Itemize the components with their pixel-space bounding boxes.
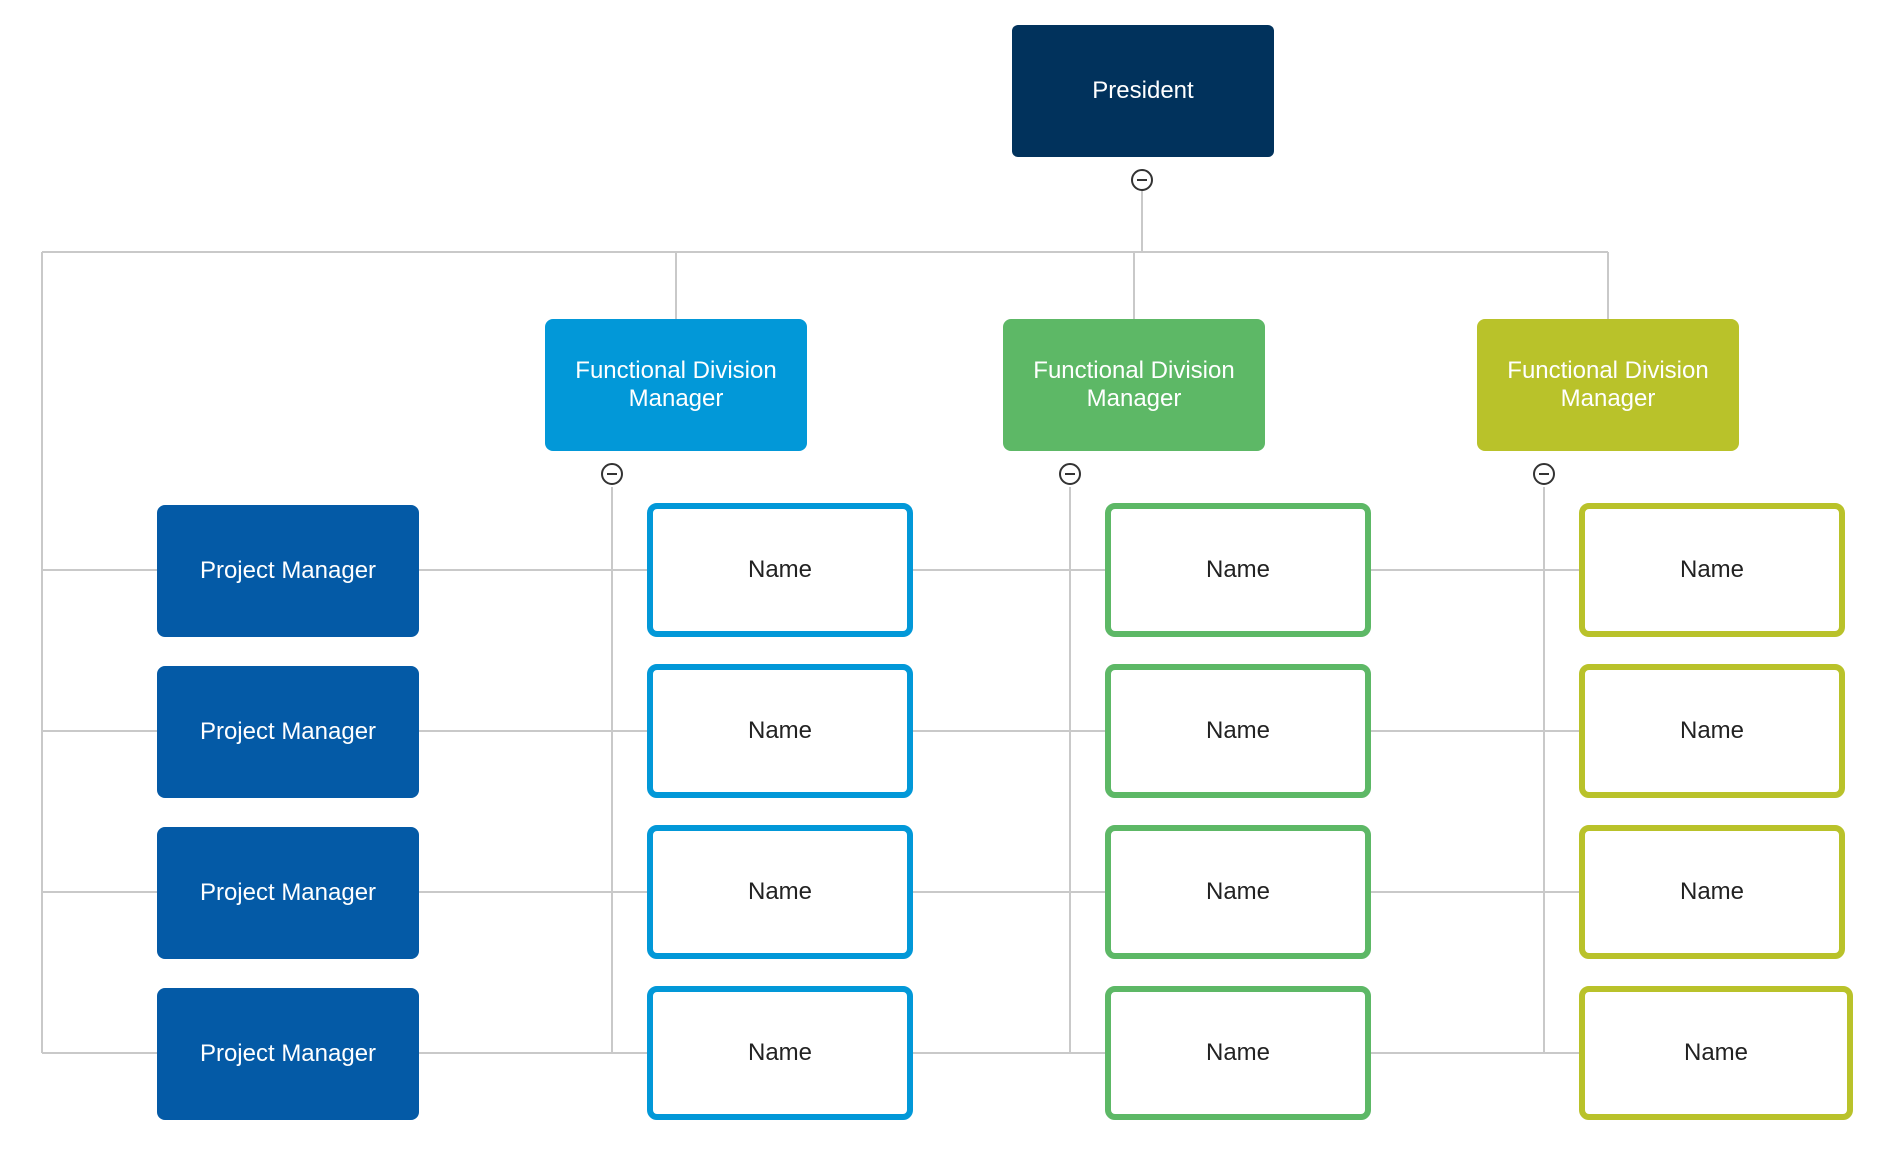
name-node[interactable]: Name xyxy=(647,986,913,1120)
minus-circle-icon xyxy=(1539,473,1549,475)
name-label: Name xyxy=(1679,878,1745,905)
project-manager-node[interactable]: Project Manager xyxy=(157,505,419,637)
name-node[interactable]: Name xyxy=(1579,986,1853,1120)
name-node[interactable]: Name xyxy=(1579,664,1845,798)
division-manager-node-1[interactable]: Functional Division Manager xyxy=(545,319,807,451)
name-node[interactable]: Name xyxy=(1105,825,1371,959)
name-label: Name xyxy=(747,1039,813,1066)
name-label: Name xyxy=(1205,556,1271,583)
minus-circle-icon xyxy=(1065,473,1075,475)
project-manager-node[interactable]: Project Manager xyxy=(157,988,419,1120)
division-manager-label: Functional Division Manager xyxy=(575,357,777,412)
name-node[interactable]: Name xyxy=(1105,664,1371,798)
division-manager-node-2[interactable]: Functional Division Manager xyxy=(1003,319,1265,451)
name-label: Name xyxy=(747,717,813,744)
division-3-collapse-button[interactable] xyxy=(1533,463,1555,485)
project-manager-label: Project Manager xyxy=(199,718,377,745)
division-manager-label: Functional Division Manager xyxy=(1033,357,1235,412)
minus-circle-icon xyxy=(607,473,617,475)
name-label: Name xyxy=(1679,717,1745,744)
name-node[interactable]: Name xyxy=(1105,986,1371,1120)
president-label: President xyxy=(1092,77,1194,104)
name-node[interactable]: Name xyxy=(647,503,913,637)
name-node[interactable]: Name xyxy=(1579,503,1845,637)
president-collapse-button[interactable] xyxy=(1131,169,1153,191)
name-label: Name xyxy=(1205,878,1271,905)
president-node[interactable]: President xyxy=(1012,25,1274,157)
project-manager-label: Project Manager xyxy=(199,879,377,906)
name-node[interactable]: Name xyxy=(647,664,913,798)
name-label: Name xyxy=(1205,1039,1271,1066)
project-manager-label: Project Manager xyxy=(199,1040,377,1067)
name-node[interactable]: Name xyxy=(1579,825,1845,959)
name-label: Name xyxy=(1679,556,1745,583)
name-node[interactable]: Name xyxy=(647,825,913,959)
project-manager-label: Project Manager xyxy=(199,557,377,584)
project-manager-node[interactable]: Project Manager xyxy=(157,666,419,798)
division-manager-label: Functional Division Manager xyxy=(1507,357,1709,412)
division-1-collapse-button[interactable] xyxy=(601,463,623,485)
division-manager-node-3[interactable]: Functional Division Manager xyxy=(1477,319,1739,451)
name-label: Name xyxy=(1205,717,1271,744)
name-node[interactable]: Name xyxy=(1105,503,1371,637)
name-label: Name xyxy=(1683,1039,1749,1066)
name-label: Name xyxy=(747,556,813,583)
name-label: Name xyxy=(747,878,813,905)
minus-circle-icon xyxy=(1137,179,1147,181)
division-2-collapse-button[interactable] xyxy=(1059,463,1081,485)
project-manager-node[interactable]: Project Manager xyxy=(157,827,419,959)
